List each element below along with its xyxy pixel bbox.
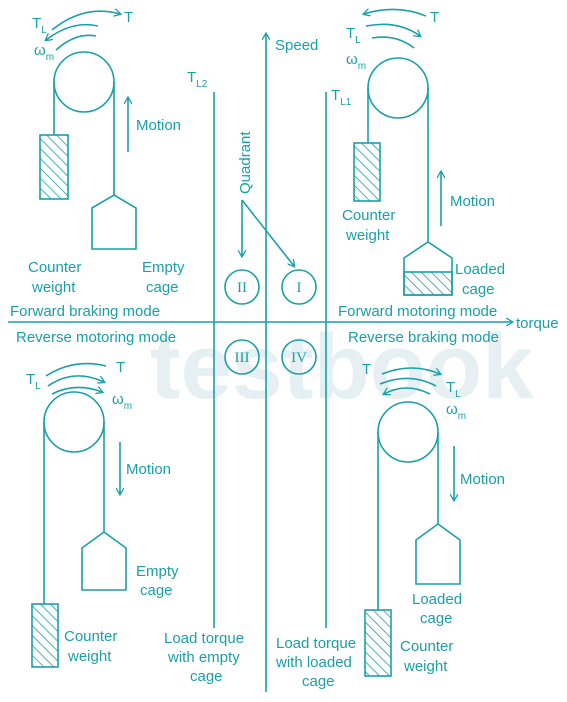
counter-weight-block (353, 142, 381, 202)
quadrant-circle-IV (281, 339, 317, 375)
load-torque-empty-l2: with empty (167, 649, 240, 666)
mode-forward-braking: Forward braking mode (10, 303, 160, 320)
counter-weight-label-l2: weight (67, 648, 112, 665)
pulley (53, 51, 115, 113)
counter-weight-label-l2: weight (345, 227, 390, 244)
empty-cage-label-l2: cage (146, 279, 179, 296)
mode-reverse-braking: Reverse braking mode (348, 329, 499, 346)
hoist-quadrant-III (31, 362, 127, 668)
mode-reverse-motoring: Reverse motoring mode (16, 329, 176, 346)
torque-arrow-T (384, 387, 431, 394)
quadrant-circle-III (224, 339, 260, 375)
speed-axis-label: Speed (275, 37, 318, 54)
quadrant-II-label: II (237, 280, 247, 296)
cage-load (403, 271, 453, 296)
load-torque-loaded-l1: Load torque (276, 635, 356, 652)
motion-label: Motion (126, 461, 171, 478)
counter-weight-label-l2: weight (403, 658, 448, 675)
pulley (367, 57, 429, 119)
cage-shape (81, 531, 127, 591)
quadrant-circle-II (224, 269, 260, 305)
loaded-cage-label-l1: Loaded (412, 591, 462, 608)
cage-shape (91, 194, 137, 250)
tl-symbol: TL (446, 379, 461, 400)
tl2-label: TL2 (187, 69, 208, 90)
empty-cage-label-l2: cage (140, 582, 173, 599)
tl1-label: TL1 (331, 87, 352, 108)
loaded-cage-label-l2: cage (420, 610, 453, 627)
tl-symbol: TL (26, 371, 41, 392)
speed-arrow-wm (51, 387, 102, 395)
motion-label: Motion (136, 117, 181, 134)
empty-cage-label-l1: Empty (136, 563, 179, 580)
torque-arrow-T (51, 11, 120, 31)
load-torque-loaded-l3: cage (302, 673, 335, 690)
counter-weight-block (31, 603, 59, 668)
quadrant-circle-I (281, 269, 317, 305)
quadrant-IV-label: IV (291, 350, 307, 366)
mode-forward-motoring: Forward motoring mode (338, 303, 497, 320)
wm-symbol: ωm (34, 42, 54, 63)
counter-weight-block (39, 134, 69, 200)
hoist-quadrant-IV (364, 367, 461, 677)
wm-symbol: ωm (112, 391, 132, 412)
torque-arrow-T (47, 375, 104, 387)
load-torque-loaded-l2: with loaded (275, 654, 352, 671)
quadrant-arrow-I (241, 199, 294, 266)
tl-symbol: TL (32, 15, 47, 36)
t-symbol: T (116, 359, 125, 376)
speed-arc (371, 36, 415, 49)
torque-arrow-TL (46, 23, 99, 40)
torque-arc (45, 362, 107, 377)
loaded-cage-label-l1: Loaded (455, 261, 505, 278)
torque-arrow-T (364, 9, 427, 17)
speed-arc (55, 34, 97, 51)
pulley (43, 391, 105, 453)
torque-axis-label: torque (516, 315, 559, 332)
counter-weight-label-l1: Counter (28, 259, 81, 276)
t-symbol: T (124, 9, 133, 26)
wm-symbol: ωm (446, 401, 466, 422)
motion-label: Motion (460, 471, 505, 488)
cage-shape (415, 523, 461, 585)
hoist-quadrant-I (353, 9, 453, 296)
torque-arrow-TL (365, 23, 420, 36)
quadrant-I-label: I (297, 280, 302, 296)
empty-cage-label-l1: Empty (142, 259, 185, 276)
hoist-quadrant-II (39, 11, 137, 250)
counter-weight-label-l1: Counter (64, 628, 117, 645)
tl-symbol: TL (346, 25, 361, 46)
t-symbol: T (362, 361, 371, 378)
load-torque-empty-l3: cage (190, 668, 223, 685)
motion-label: Motion (450, 193, 495, 210)
t-symbol: T (430, 9, 439, 26)
loaded-cage-label-l2: cage (462, 281, 495, 298)
quadrant-label: Quadrant (237, 131, 254, 194)
torque-arrow-TL (381, 367, 440, 374)
load-torque-empty-l1: Load torque (164, 630, 244, 647)
wm-symbol: ωm (346, 51, 366, 72)
quadrant-III-label: III (235, 350, 250, 366)
counter-weight-block (364, 609, 392, 677)
counter-weight-label-l2: weight (31, 279, 76, 296)
counter-weight-label-l1: Counter (342, 207, 395, 224)
torque-arc (379, 377, 437, 387)
counter-weight-label-l1: Counter (400, 638, 453, 655)
